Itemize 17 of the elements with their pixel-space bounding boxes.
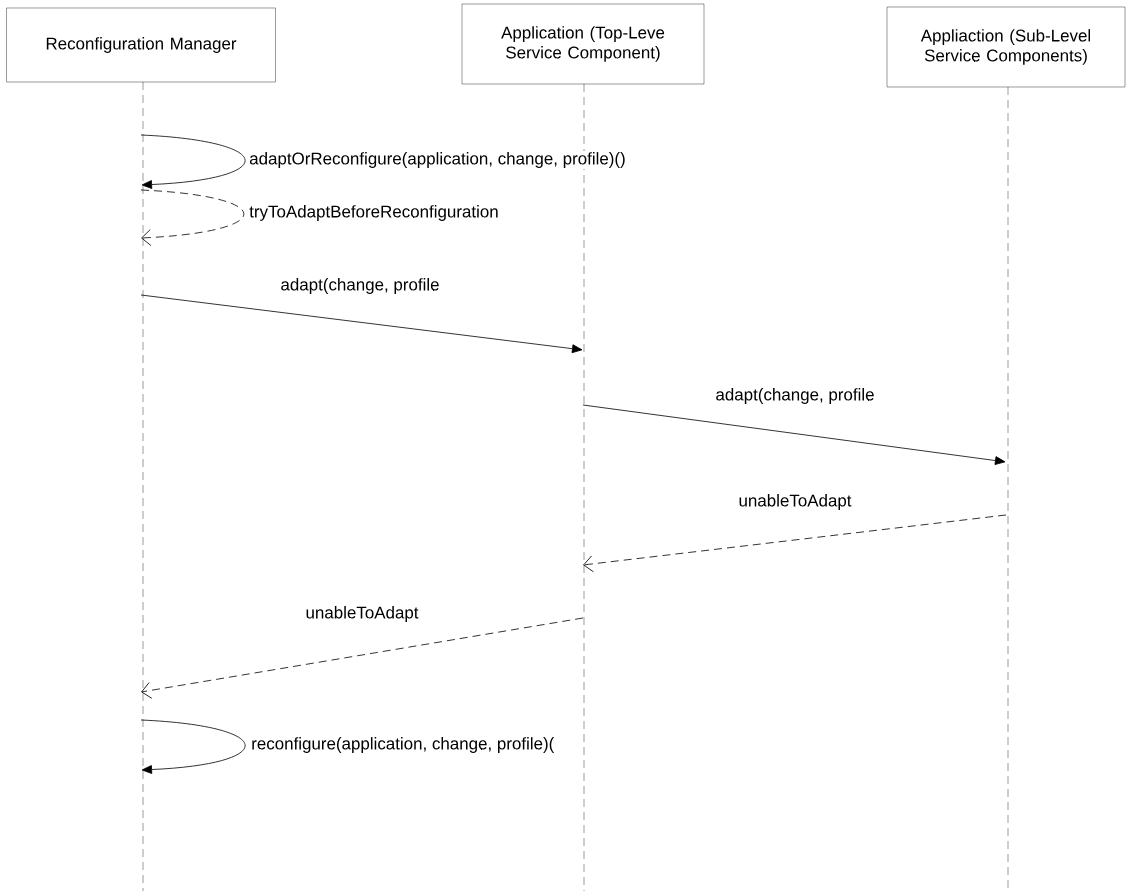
message-label: adapt(change, profile	[279, 277, 441, 295]
message-arrow	[583, 514, 1007, 573]
message-label: unableToAdapt	[737, 493, 853, 511]
message-arrow	[140, 719, 246, 774]
participant-box: Reconfiguration Manager	[6, 7, 276, 83]
participant-box: Application (Top-Leve Service Component)	[461, 3, 705, 85]
participant-box: Appliaction (Sub-Level Service Components)	[886, 6, 1126, 88]
message-label: tryToAdaptBeforeReconfiguration	[248, 204, 500, 222]
message-arrow	[140, 189, 245, 246]
message-arrow	[141, 617, 584, 699]
message-label: unableToAdapt	[304, 605, 420, 623]
message-label: adaptOrReconfigure(application, change, profile)()	[248, 151, 627, 169]
message-arrow	[582, 404, 1006, 465]
message-label: adapt(change, profile	[714, 387, 876, 405]
message-arrow	[140, 294, 583, 354]
message-arrow	[140, 134, 246, 189]
message-label: reconfigure(application, change, profile)(	[250, 736, 556, 754]
